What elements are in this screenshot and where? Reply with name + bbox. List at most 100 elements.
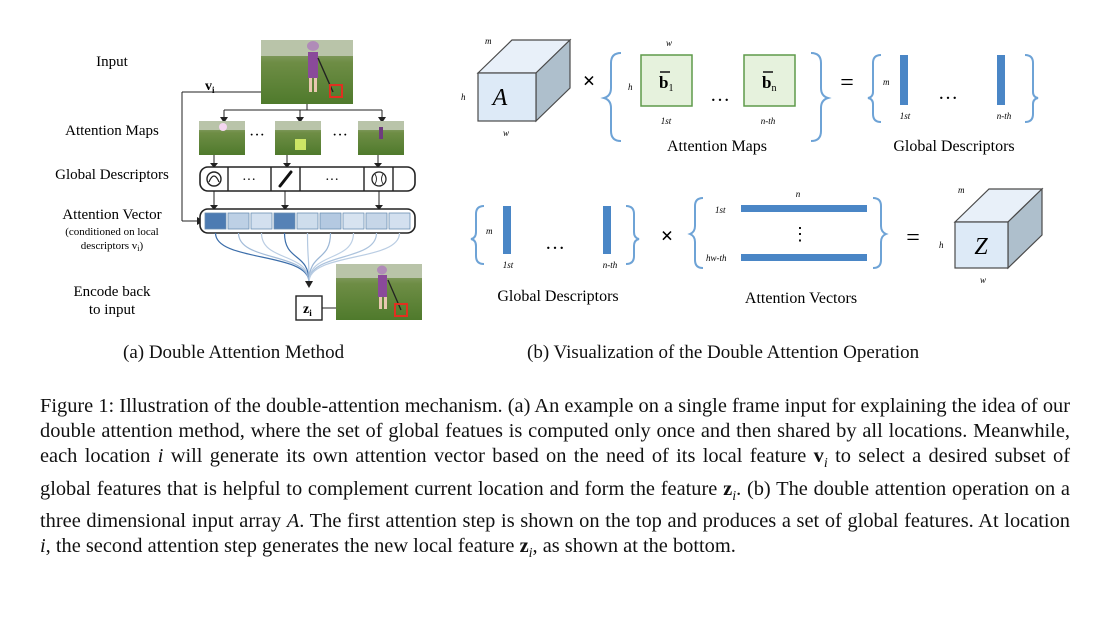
output-photo (336, 264, 422, 320)
gd-bottom-bar-first (503, 206, 511, 254)
times-symbol-top: × (583, 68, 596, 93)
panel-b-top: A m h w × h w b1 1st … bn n-th Attention… (461, 36, 1039, 155)
gd-bottom-first: 1st (503, 260, 514, 270)
face-icon (206, 171, 222, 187)
ball-icon (371, 171, 387, 187)
equals-symbol-bottom: = (906, 225, 920, 251)
panel-a: Input Attention Maps Global Descriptors … (55, 40, 422, 321)
attention-vector-note-1: (conditioned on local (65, 226, 158, 238)
subcaption-b: (b) Visualization of the Double Attentio… (527, 342, 920, 363)
maps-dots-2: ··· (332, 127, 348, 144)
b1-symbol: b1 (659, 73, 673, 94)
av-first: 1st (715, 205, 726, 215)
vi-symbol: vi (205, 79, 215, 95)
bracket-right-gd-top (1024, 54, 1039, 123)
attention-fan-curve (260, 232, 310, 283)
attention-fan (214, 232, 401, 283)
global-descriptor-row (199, 166, 416, 192)
gd-top-nth: n-th (997, 111, 1012, 121)
panel-b-bottom: m 1st … n-th Global Descriptors × n 1st … (470, 185, 1044, 307)
attention-vectors-caption: Attention Vectors (745, 290, 857, 307)
attention-fan-curve (308, 232, 332, 283)
gd-top-dim-m: m (883, 77, 890, 87)
cube-a-dim-w: w (503, 128, 509, 138)
bracket-left-gd-top (867, 54, 882, 123)
cube-z-dim-w: w (980, 275, 986, 285)
cube-a (476, 38, 572, 123)
gd-top-dots: … (938, 82, 958, 104)
gd-top-first: 1st (900, 111, 911, 121)
gd-bottom-bar-nth (603, 206, 611, 254)
gd-top-bar-nth (997, 55, 1005, 105)
global-descriptors-caption-top: Global Descriptors (893, 138, 1014, 155)
av-vdots: ⋮ (791, 224, 809, 244)
attention-cell (342, 212, 365, 230)
bat-icon (278, 170, 293, 188)
b1-index: 1st (661, 116, 672, 126)
attention-vector-cells (204, 212, 411, 230)
bracket-right-av (872, 197, 889, 269)
location-marker (329, 84, 343, 98)
descriptor-dots-1: ··· (242, 173, 256, 188)
attention-cell (204, 212, 227, 230)
attention-fan-curve (237, 232, 310, 283)
maps-dim-w: w (666, 38, 672, 48)
map-to-descriptor-lines (213, 155, 379, 164)
attention-fan-curve (283, 232, 310, 283)
fan-arrowhead (305, 281, 313, 288)
bn-index: n-th (761, 116, 776, 126)
input-photo (261, 40, 353, 104)
bracket-right-maps (810, 52, 832, 142)
gd-bottom-dim-m: m (486, 226, 493, 236)
bracket-right-gd-bottom (625, 205, 640, 265)
cube-a-dim-h: h (461, 92, 466, 102)
maps-dots-1: ··· (249, 127, 265, 144)
attention-cell (250, 212, 273, 230)
output-location-marker (394, 303, 408, 317)
attention-cell (227, 212, 250, 230)
gd-bottom-dots: … (545, 232, 565, 254)
av-bar-first (741, 205, 867, 212)
attention-fan-curve (308, 232, 401, 283)
attention-cell (365, 212, 388, 230)
bn-symbol: bn (762, 73, 776, 94)
attention-cell (296, 212, 319, 230)
cube-z (953, 187, 1044, 270)
av-bar-last (741, 254, 867, 261)
bracket-left-av (687, 197, 704, 269)
av-dim-n: n (796, 189, 801, 199)
global-descriptors-label: Global Descriptors (55, 167, 169, 183)
map-bn (743, 54, 796, 107)
attention-cell (319, 212, 342, 230)
cube-z-dim-h: h (939, 240, 944, 250)
gd-top-bar-first (900, 55, 908, 105)
maps-dim-h: h (628, 82, 633, 92)
bracket-left-gd-bottom (470, 205, 485, 265)
input-label: Input (96, 54, 128, 70)
cube-z-letter: Z (974, 234, 988, 260)
global-descriptors-caption-bottom: Global Descriptors (497, 288, 618, 305)
descriptor-to-vector-lines (213, 191, 380, 207)
av-hwth: hw-th (706, 253, 727, 263)
equals-symbol-top: = (840, 70, 854, 96)
encode-label-1: Encode back (73, 284, 151, 300)
cube-a-letter: A (491, 85, 508, 111)
input-arrows (181, 91, 383, 222)
attention-map-thumbs (199, 121, 404, 155)
maps-dots: … (710, 84, 730, 106)
attention-cell (388, 212, 411, 230)
zi-box (295, 295, 323, 321)
zi-symbol: zi (303, 302, 312, 318)
attention-fan-curve (214, 232, 310, 283)
figure-caption: Figure 1: Illustration of the double-att… (40, 395, 1071, 562)
cube-z-dim-m: m (958, 185, 965, 195)
attention-maps-caption: Attention Maps (667, 138, 767, 155)
attention-cell (273, 212, 296, 230)
attention-maps-label: Attention Maps (65, 123, 159, 139)
subcaption-a: (a) Double Attention Method (123, 342, 345, 363)
map-b1 (640, 54, 693, 107)
encode-label-2: to input (89, 302, 136, 318)
bracket-left-maps (600, 52, 622, 142)
attention-vector-note-2: descriptors vi) (81, 240, 144, 253)
